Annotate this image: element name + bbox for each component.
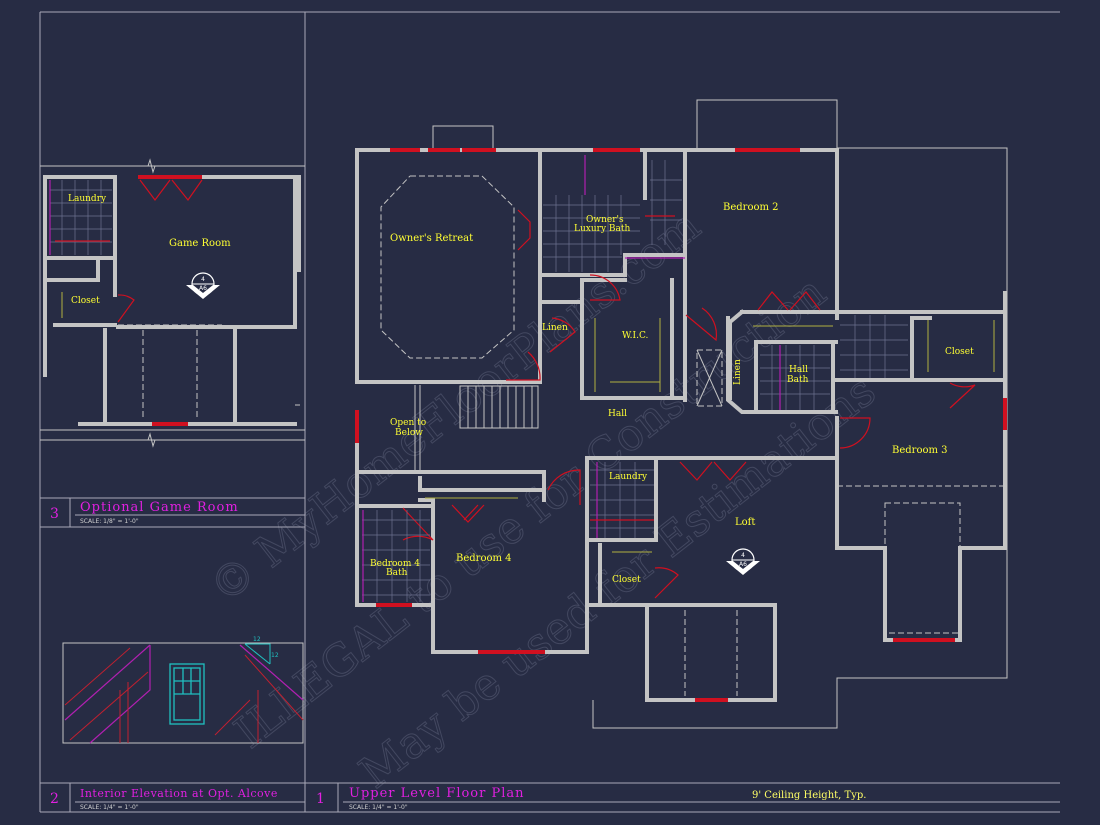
ceiling-height-note: 9' Ceiling Height, Typ. <box>752 790 866 801</box>
drawing-number: 2 <box>50 791 59 807</box>
title-block-elevation: 2 Interior Elevation at Opt. Alcove SCAL… <box>50 787 278 811</box>
upper-level-plan: Owner's Retreat Owner's Luxury Bath Bedr… <box>355 99 1008 729</box>
interior-elevation: 12 12 <box>62 636 304 744</box>
window-elevation <box>169 663 205 725</box>
bedroom-4-label: Bedroom 4 <box>456 553 512 564</box>
open-below-label-1: Open to <box>390 418 426 428</box>
game-room-label: Game Room <box>169 238 231 249</box>
hall-label: Hall <box>608 409 627 419</box>
section-marker-top: 4 <box>201 276 205 283</box>
section-marker-bottom: A6 <box>199 285 207 292</box>
drawing-title: Interior Elevation at Opt. Alcove <box>80 787 278 800</box>
pitch-rise: 12 <box>253 636 261 643</box>
bedroom-4-bath-label-2: Bath <box>386 568 408 578</box>
drawing-title: Optional Game Room <box>80 500 239 515</box>
roof-pitch-symbol: 12 12 <box>244 636 279 665</box>
wic-label: W.I.C. <box>622 331 649 341</box>
drawing-number: 3 <box>50 506 59 522</box>
section-marker-game: 4 A6 <box>186 272 220 299</box>
section-marker-top: 4 <box>741 552 745 559</box>
pitch-run: 12 <box>271 652 279 659</box>
bedroom-2-label: Bedroom 2 <box>723 202 779 213</box>
owners-retreat-label: Owner's Retreat <box>390 233 473 244</box>
closet-right-label: Closet <box>945 347 974 357</box>
section-marker-loft: 4 A6 <box>726 548 760 575</box>
drawing-number: 1 <box>316 791 325 807</box>
bedroom-4-bath-label-1: Bedroom 4 <box>370 559 420 569</box>
sheet-frame <box>39 11 1060 813</box>
closet-loft-label: Closet <box>612 575 641 585</box>
title-block-game-room: 3 Optional Game Room SCALE: 1/8" = 1'-0" <box>50 500 239 525</box>
game-closet-label: Closet <box>71 296 100 306</box>
section-marker-bottom: A6 <box>739 561 747 568</box>
drawing-scale: SCALE: 1/4" = 1'-0" <box>80 804 139 811</box>
title-block-upper-level: 1 Upper Level Floor Plan SCALE: 1/4" = 1… <box>316 786 866 811</box>
linen-2-label: Linen <box>733 359 743 385</box>
game-room-plan: Laundry Game Room Closet 4 A6 <box>40 158 305 448</box>
owners-bath-label-2: Luxury Bath <box>574 224 630 234</box>
drawing-scale: SCALE: 1/4" = 1'-0" <box>349 804 408 811</box>
game-laundry-label: Laundry <box>68 194 107 204</box>
hall-bath-label-1: Hall <box>789 365 808 375</box>
owners-bath-label-1: Owner's <box>586 215 624 225</box>
drawing-title: Upper Level Floor Plan <box>349 786 525 801</box>
drawing-scale: SCALE: 1/8" = 1'-0" <box>80 518 139 525</box>
bedroom-3-label: Bedroom 3 <box>892 445 948 456</box>
loft-label: Loft <box>735 517 755 528</box>
laundry-label: Laundry <box>609 472 648 482</box>
open-below-label-2: Below <box>395 428 423 438</box>
hall-bath-label-2: Bath <box>787 375 809 385</box>
linen-1-label: Linen <box>542 323 568 333</box>
